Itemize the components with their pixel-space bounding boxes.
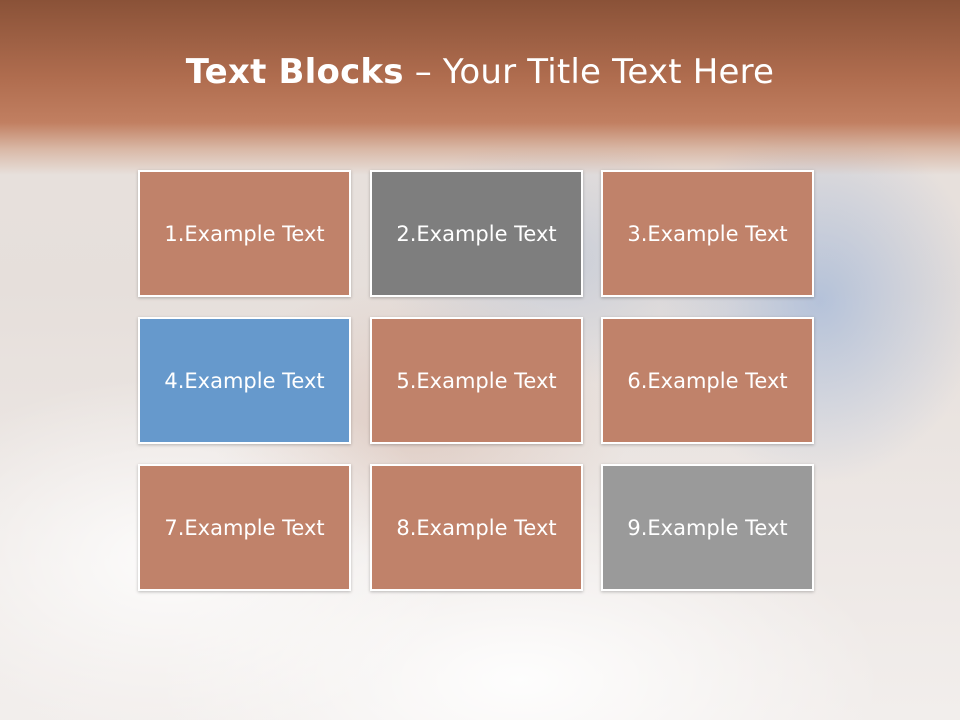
text-block-label: 5.Example Text: [396, 368, 557, 393]
text-block-7[interactable]: 7.Example Text: [138, 464, 351, 591]
text-block-label: 2.Example Text: [396, 221, 557, 246]
text-block-label: 7.Example Text: [164, 515, 325, 540]
slide-title: Text Blocks – Your Title Text Here: [0, 52, 960, 92]
text-block-2[interactable]: 2.Example Text: [370, 170, 583, 297]
text-block-label: 8.Example Text: [396, 515, 557, 540]
header-band: [0, 0, 960, 175]
text-block-3[interactable]: 3.Example Text: [601, 170, 814, 297]
text-block-6[interactable]: 6.Example Text: [601, 317, 814, 444]
text-block-label: 3.Example Text: [627, 221, 788, 246]
title-rest: Your Title Text Here: [442, 52, 775, 92]
title-separator: –: [403, 52, 443, 92]
text-block-4[interactable]: 4.Example Text: [138, 317, 351, 444]
text-block-1[interactable]: 1.Example Text: [138, 170, 351, 297]
text-block-label: 6.Example Text: [627, 368, 788, 393]
text-block-label: 1.Example Text: [164, 221, 325, 246]
title-bold: Text Blocks: [185, 52, 404, 92]
text-block-label: 4.Example Text: [164, 368, 325, 393]
text-block-5[interactable]: 5.Example Text: [370, 317, 583, 444]
text-block-label: 9.Example Text: [627, 515, 788, 540]
text-block-8[interactable]: 8.Example Text: [370, 464, 583, 591]
text-block-9[interactable]: 9.Example Text: [601, 464, 814, 591]
